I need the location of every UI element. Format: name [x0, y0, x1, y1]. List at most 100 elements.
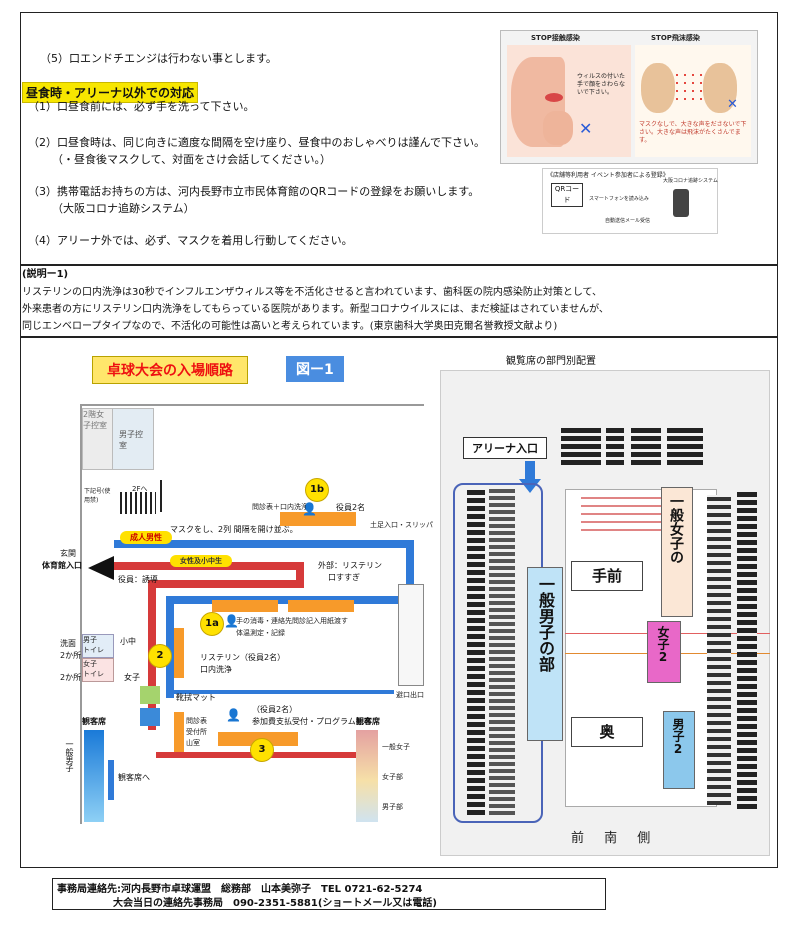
top-section	[20, 12, 778, 266]
contact-line-1: 事務局連絡先:河内長野市卓球運盟 総務部 山本美弥子 TEL 0721-62-5…	[57, 884, 423, 895]
adult-male-text: 成人男性	[130, 533, 162, 542]
mat-blue	[140, 708, 160, 726]
room-2f-men-label: 男子控室	[119, 430, 143, 450]
front-label: 手前	[591, 567, 622, 585]
men-general-label: 一般男子の部	[536, 576, 555, 672]
outside-note: 外部：リステリン	[318, 561, 382, 570]
adult-male-label: 成人男性	[120, 531, 172, 544]
blue-flow-right	[406, 540, 414, 600]
explanation-box	[20, 264, 778, 338]
entrance-label: 玄関	[60, 549, 76, 558]
toilet-women-label-2: トイレ	[83, 670, 104, 678]
stop-infection-poster: STOP接触感染 STOP飛沫感染 ウィルスの付いた手で顔をさわらないで下さい。…	[500, 30, 758, 164]
seat-block-top-4	[667, 425, 703, 465]
girls-seat-label: 女子部	[382, 773, 403, 781]
women-kids-label: 女性及小中生	[170, 555, 232, 567]
staff-icon: 👤	[224, 614, 239, 628]
qr-registration-panel: 《店舗等利用者 イベント参加者による登録》 QRコード スマートフォンを読み込み…	[542, 168, 718, 234]
women-2-label: 女子2	[656, 626, 670, 664]
rule-item-1: （1）口昼食前には、必ず手を洗って下さい。	[28, 100, 255, 113]
reception-label-3: 山室	[186, 739, 200, 747]
poster-left-caption: ウィルスの付いた手で顔をさわらないで下さい。	[577, 73, 626, 96]
station-2-marker: 2	[148, 644, 172, 668]
rule-item-4: （4）アリーナ外では、必ず、マスクを着用し行動してください。	[28, 234, 353, 247]
mat-label: 靴拭マット	[176, 693, 216, 702]
listerine-label: リステリン（役員2名）	[200, 653, 286, 662]
women-general-box: 一般女子の	[661, 487, 693, 617]
blue-flow-down	[166, 596, 174, 698]
mat-green	[140, 686, 160, 704]
sink-label-3: 2か所	[60, 673, 82, 682]
men-2-label: 男子2	[671, 718, 685, 756]
staff-icon: 👤	[302, 502, 317, 516]
toilet-women: 女子 トイレ	[82, 658, 114, 682]
explanation-line-3: 同じエンベロープタイプなので、不活化の可能性は高いと考えられています。(東京歯科…	[22, 321, 558, 332]
reception-label: 問診表	[186, 717, 207, 725]
station-1a-table-1	[212, 600, 278, 612]
seat-block-top-2	[606, 425, 624, 465]
room-2f-women-label: 2階女子控室	[83, 410, 107, 430]
seat-column-left-inner	[489, 489, 515, 815]
front-box: 手前	[571, 561, 643, 591]
phone-icon	[673, 189, 689, 217]
poster-left-panel: ウィルスの付いた手で顔をさわらないで下さい。 ✕	[507, 45, 631, 157]
contact-line-2: 大会当日の連絡先事務局 090-2351-5881(ショートメール又は電話)	[113, 898, 437, 909]
red-flow-right	[296, 562, 304, 586]
seat-column-left-outer	[467, 489, 485, 815]
viewer-seat-right-label: 観客席	[356, 717, 380, 726]
station-3-desc: 参加費支払受付・プログラム配布	[252, 717, 372, 726]
mask-note: マスクをし、2列 間隔を開け並ぶ。	[170, 525, 298, 534]
rule-item-3: （3）携帯電話お持ちの方は、河内長野市立市民体育館のQRコードの登録をお願いしま…	[28, 185, 480, 198]
explanation-line-2: 外来患者の方にリステリン口内洗浄をしてもらっている医院があります。新型コロナウイ…	[22, 304, 609, 315]
listerine-label-2: 口内洗浄	[200, 665, 232, 674]
qr-side-label: 大阪コロナ追跡システム	[663, 178, 718, 184]
poster-left-title: STOP接触感染	[531, 34, 580, 42]
staff-guide-note: 役員：誘導	[118, 575, 158, 584]
diagram-title: 卓球大会の入場順路	[92, 356, 248, 384]
qr-step-2: 自動送信メール受信	[605, 218, 651, 224]
poster-right-caption: マスクなしで、大きな声をださないで下さい。大きな声は飛沫がたくさんでます。	[639, 121, 747, 144]
poster-right-panel: ✕ マスクなしで、大きな声をださないで下さい。大きな声は飛沫がたくさんでます。	[635, 45, 751, 157]
women-2-box: 女子2	[647, 621, 681, 683]
reception-desk	[174, 712, 184, 752]
qr-label: QRコード	[554, 185, 580, 204]
station-1b-table	[280, 512, 356, 526]
seat-column-right	[707, 495, 731, 805]
person-right-illustration	[703, 63, 737, 113]
station-1a-desc: 手の消毒・連絡先問診記入用紙渡す	[236, 617, 348, 625]
qr-code-box: QRコード	[551, 183, 583, 207]
sink-label-2: 2か所	[60, 651, 82, 660]
arena-entrance-arrow	[525, 461, 535, 481]
blue-flow-lower	[174, 690, 394, 694]
section-title-lunch: 昼食時・アリーナ以外での対応	[22, 82, 199, 103]
entrance-label-2: 体育館入口	[42, 561, 82, 570]
station-1a-table-2	[288, 600, 354, 612]
viewer-to-label: 観客席へ	[118, 773, 150, 782]
station-3-staff: （役員2名）	[252, 705, 298, 714]
station-1b-staff: 役員2名	[336, 503, 366, 512]
explanation-heading: (説明ー1)	[22, 269, 69, 280]
room-2f-men: 男子控室	[112, 408, 154, 470]
explanation-line-1: リステリンの口内洗浄は30秒でインフルエンザウィルス等を不活化させると言われてい…	[22, 287, 603, 298]
seat-column-far-right	[737, 489, 757, 809]
exit-note: 避口出口	[396, 691, 424, 699]
back-label: 奥	[599, 723, 615, 741]
seating-map: アリーナ入口 一般男子の部 手前 奥 一般女子の 女子2 男子2 前 南 側	[440, 370, 770, 856]
room-2f-women: 2階女子控室	[82, 408, 114, 470]
blue-flow-bottom	[108, 760, 114, 800]
women-seat-label: 一般女子	[382, 743, 410, 751]
diagram-section	[20, 336, 778, 868]
boys-seat-label: 男子部	[382, 803, 403, 811]
viewer-seat-left-label: 観客席	[82, 717, 106, 726]
elem-mid-label: 小中	[120, 637, 136, 646]
sink-label: 洗面	[60, 639, 76, 648]
rule-item-2-note: （・昼食後マスクして、対面をさけ会話してください。）	[52, 153, 331, 166]
rule-item-5: （5）口エンドチエンジは行わない事とします。	[40, 52, 277, 65]
lips-illustration	[545, 93, 563, 102]
back-box: 奥	[571, 717, 643, 747]
diagram-title-text: 卓球大会の入場順路	[107, 363, 233, 379]
red-flow-left	[148, 580, 304, 588]
viewer-seat-right-column	[356, 730, 378, 822]
contact-footer: 事務局連絡先:河内長野市卓球運盟 総務部 山本美弥子 TEL 0721-62-5…	[52, 878, 606, 910]
women-label: 女子	[124, 673, 140, 682]
